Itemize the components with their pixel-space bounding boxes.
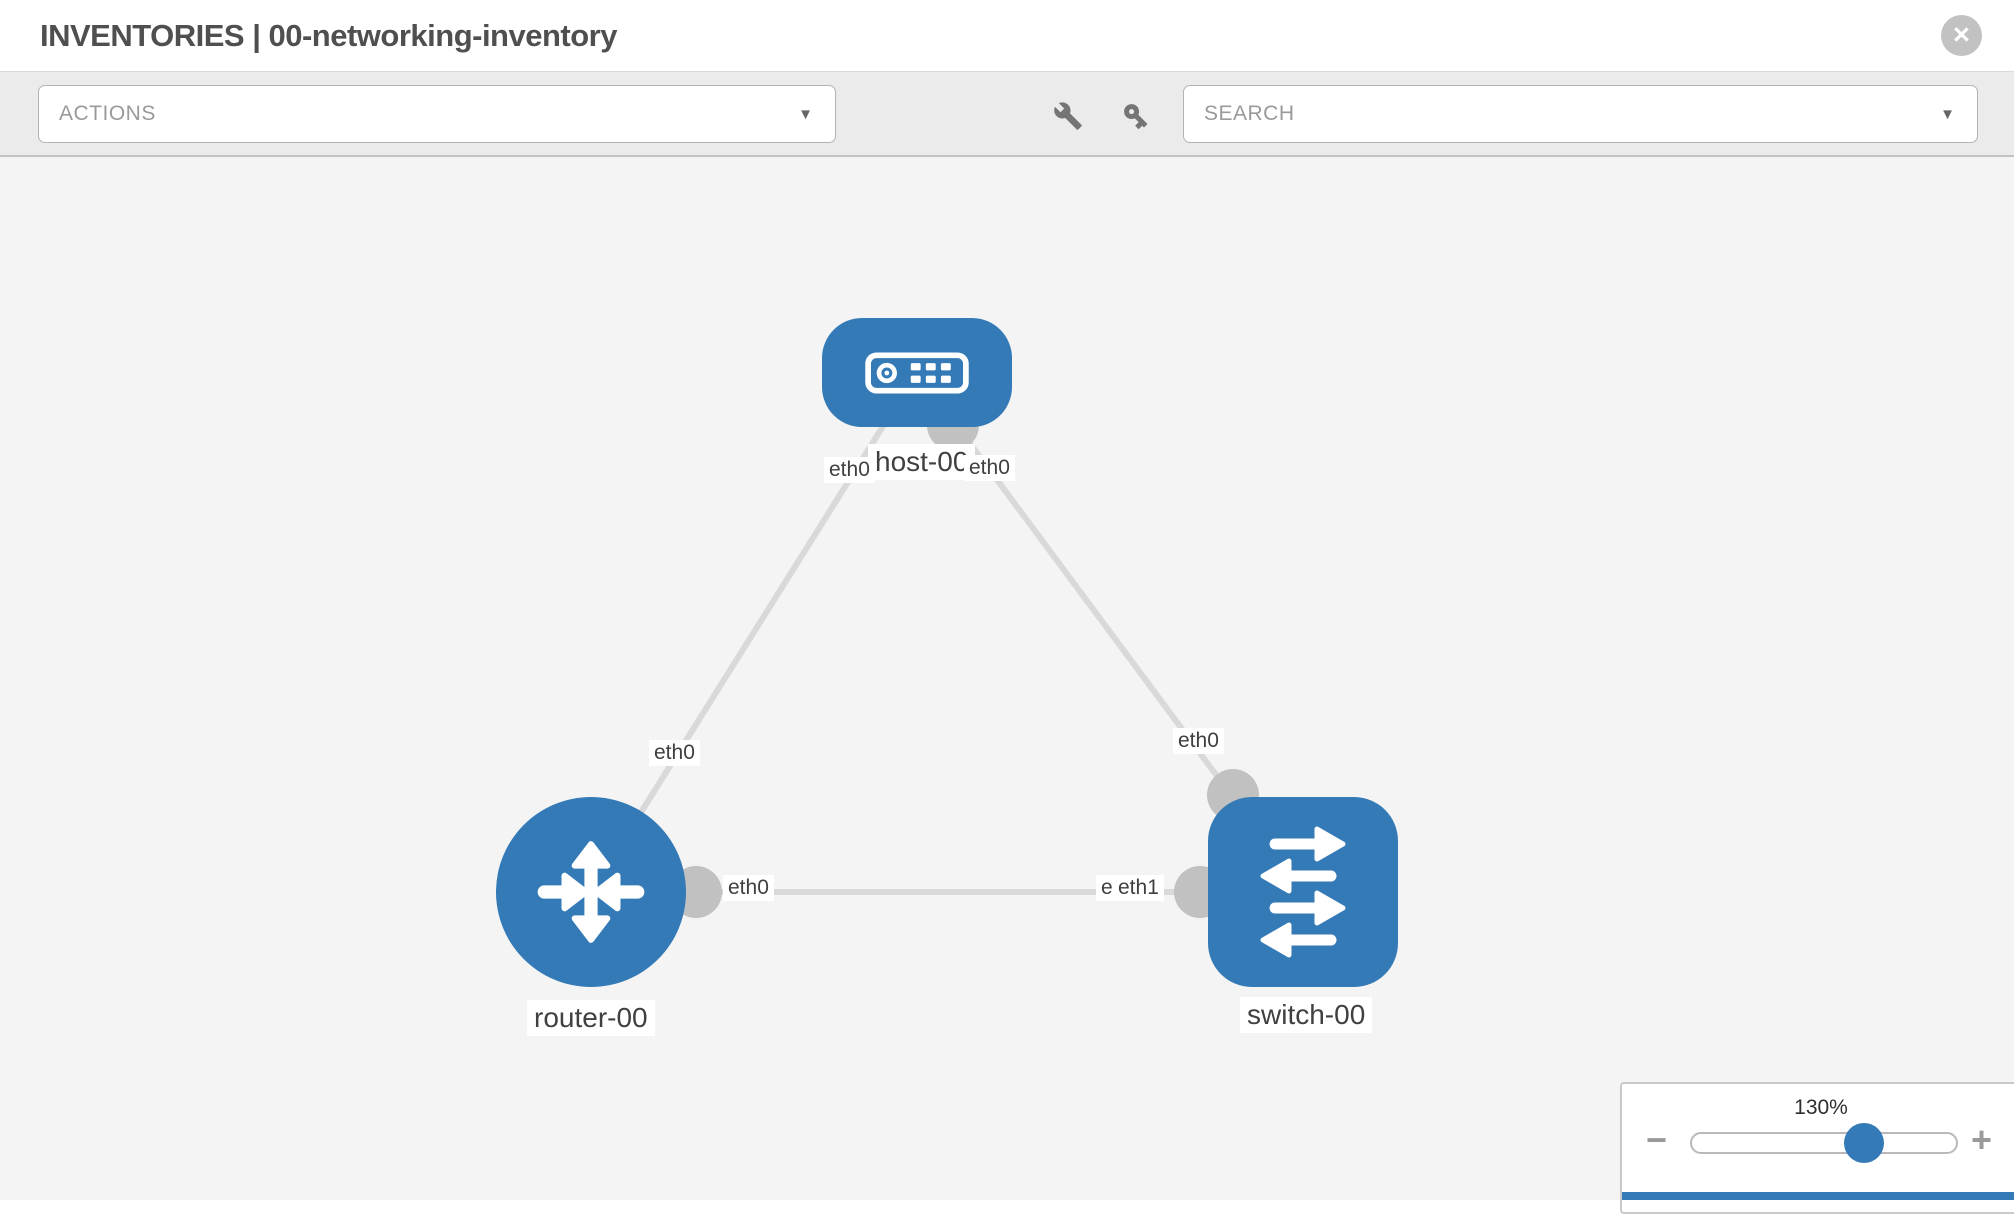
search-dropdown-label: SEARCH (1204, 102, 1295, 125)
zoom-out-button[interactable]: − (1646, 1119, 1668, 1160)
zoom-in-button[interactable]: + (1971, 1119, 1993, 1160)
search-dropdown[interactable]: SEARCH ▼ (1183, 85, 1978, 143)
bottom-panel-accent (1622, 1192, 2014, 1200)
close-icon[interactable]: × (1941, 15, 1982, 56)
iface-label-switch-front: eth1 (1113, 875, 1164, 902)
wrench-icon[interactable] (1053, 101, 1083, 131)
actions-dropdown[interactable]: ACTIONS ▼ (38, 85, 836, 143)
node-label-host-00: host-00 (868, 444, 976, 481)
key-icon[interactable] (1121, 101, 1151, 131)
zoom-slider-track[interactable] (1690, 1123, 1958, 1163)
node-router-00[interactable] (496, 797, 686, 987)
toolbar: ACTIONS ▼ SEARCH ▼ (0, 72, 2014, 157)
host-icon (865, 351, 969, 394)
header-bar: INVENTORIES | 00-networking-inventory × (0, 0, 2014, 72)
chevron-down-icon: ▼ (798, 105, 813, 123)
node-host-00[interactable] (822, 318, 1012, 427)
page-title: INVENTORIES | 00-networking-inventory (40, 17, 617, 53)
actions-dropdown-label: ACTIONS (59, 102, 156, 125)
node-label-switch-00: switch-00 (1240, 997, 1373, 1034)
node-label-router-00: router-00 (527, 1000, 655, 1037)
chevron-down-icon: ▼ (1940, 105, 1955, 123)
iface-label-host-left: eth0 (824, 457, 875, 484)
iface-label-router-link: eth0 (649, 740, 700, 767)
zoom-value: 130% (1794, 1096, 1848, 1119)
links-layer (588, 370, 1306, 918)
topology-canvas[interactable]: host-00 router-00 switch-00 eth0 eth0 et… (0, 157, 2014, 1200)
iface-label-host-right: eth0 (964, 455, 1015, 482)
switch-icon (1260, 826, 1346, 958)
zoom-slider-thumb[interactable] (1844, 1123, 1884, 1163)
iface-label-router-right: eth0 (723, 875, 774, 902)
iface-label-switch-link: eth0 (1173, 728, 1224, 755)
router-icon (537, 841, 645, 943)
node-switch-00[interactable] (1208, 797, 1398, 987)
